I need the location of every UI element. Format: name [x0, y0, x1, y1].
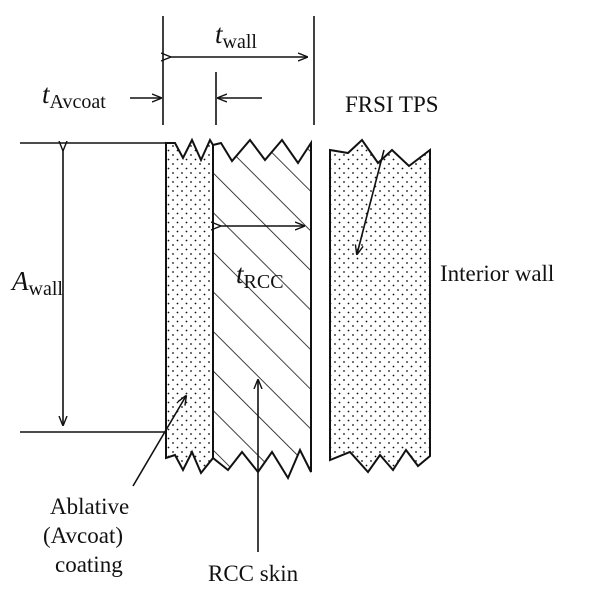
t-rcc-label: tRCC	[236, 259, 284, 293]
frsi-tps-layer	[329, 138, 431, 474]
ablative-label-line1: Ablative	[50, 494, 129, 519]
avcoat-layer	[165, 137, 214, 475]
frsi-tps-leader	[357, 149, 385, 254]
interior-wall-label: Interior wall	[440, 261, 554, 286]
t-avcoat-label: tAvcoat	[42, 79, 106, 113]
ablative-leader	[132, 396, 186, 487]
rcc-skin-label: RCC skin	[208, 561, 299, 586]
a-wall-label: Awall	[10, 266, 63, 300]
t-wall-label: twall	[215, 19, 257, 53]
ablative-label-line2: (Avcoat)	[43, 523, 123, 548]
rcc-skin-layer	[212, 138, 312, 481]
ablative-label-line3: coating	[55, 552, 123, 577]
frsi-tps-label: FRSI TPS	[345, 92, 439, 117]
